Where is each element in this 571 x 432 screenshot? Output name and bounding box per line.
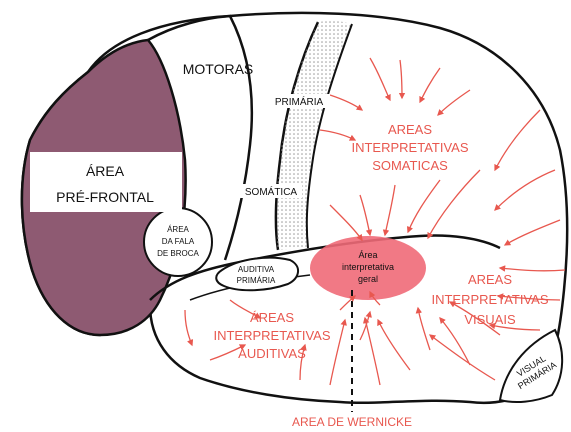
general-label-line1: Área <box>358 250 377 260</box>
auditory-interp-label-line2: INTERPRETATIVAS <box>213 328 330 343</box>
auditory-primary-label-line1: AUDITIVA <box>238 265 275 274</box>
broca-label-line1: ÁREA <box>167 225 189 234</box>
somatic-interp-label-line2: INTERPRETATIVAS <box>351 140 468 155</box>
prefrontal-label-line2: PRÉ-FRONTAL <box>56 189 154 205</box>
visual-interp-label-line2: INTERPRETATIVAS <box>431 292 548 307</box>
auditory-interp-label-line1: ÁREAS <box>250 310 294 325</box>
auditory-interp-label-line3: AUDITIVAS <box>238 346 306 361</box>
wernicke-label: AREA DE WERNICKE <box>292 415 412 429</box>
broca-label-line3: DE BROCA <box>157 249 199 258</box>
prefrontal-label-line1: ÁREA <box>86 163 125 179</box>
visual-interp-label-line1: AREAS <box>468 272 512 287</box>
somatic-label: SOMÁTICA <box>245 185 298 198</box>
somatic-label-box: SOMÁTICA <box>240 184 302 198</box>
somatic-interp-label-line1: AREAS <box>388 122 432 137</box>
general-label-line2: interpretativa <box>342 262 394 272</box>
somatic-interp-label-line3: SOMATICAS <box>372 158 448 173</box>
motor-label: MOTORAS <box>183 61 254 77</box>
primary-label: PRIMÁRIA <box>275 95 324 108</box>
broca-label-line2: DA FALA <box>162 237 195 246</box>
general-label-line3: geral <box>358 274 378 284</box>
prefrontal-label-box: ÁREA PRÉ-FRONTAL <box>30 152 182 212</box>
auditory-primary-label-line2: PRIMÁRIA <box>237 276 276 285</box>
primary-label-box: PRIMÁRIA <box>268 94 330 108</box>
visual-interp-label-line3: VISUAIS <box>464 312 516 327</box>
